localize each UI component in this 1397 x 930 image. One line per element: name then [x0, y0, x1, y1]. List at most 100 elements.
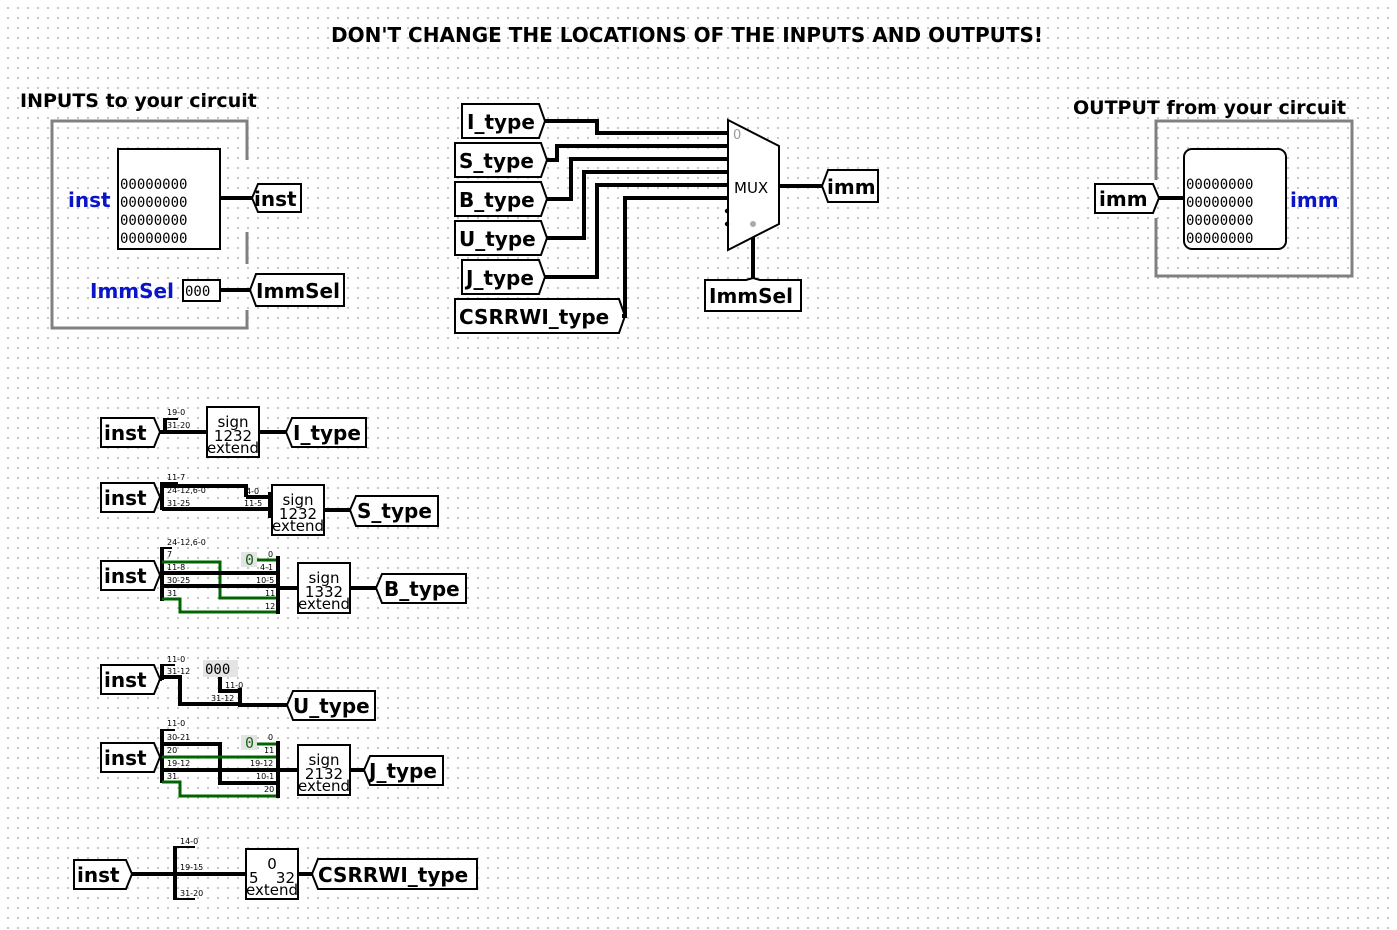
- imm-bits-row-2: 00000000: [1186, 195, 1253, 211]
- tunnel-i-type-label: I_type: [467, 110, 535, 134]
- imm-bits-row-3: 00000000: [1186, 213, 1253, 229]
- output-imm-tunnel-label: imm: [1099, 187, 1148, 211]
- s-sign-extend: [271, 484, 325, 536]
- b-split-5: 31: [167, 589, 177, 598]
- j-split-2: 30-21: [167, 733, 190, 742]
- u-type-generator: inst 11-0 31-12 000 11-0 31-12 U_type: [100, 655, 376, 721]
- j-split-5: 31: [167, 772, 177, 781]
- b-split-4: 30-25: [167, 576, 190, 585]
- j-merge-3: 19-12: [250, 759, 273, 768]
- j-const-zero-box: [241, 735, 257, 750]
- b-split-2: 7: [167, 550, 172, 559]
- inst-bits-row-1: 00000000: [120, 177, 187, 193]
- csr-ext-left: 5: [249, 869, 259, 887]
- s-merge-2: 11-5: [244, 499, 262, 508]
- tunnel-s-type: [454, 142, 549, 178]
- b-ext-bot: extend: [298, 595, 350, 613]
- immsel-bits: 000: [185, 284, 210, 300]
- s-inst-tunnel: [100, 482, 162, 513]
- b-merge-3: 10-5: [256, 576, 274, 585]
- output-heading: OUTPUT from your circuit: [1073, 97, 1346, 119]
- b-split-3: 11-8: [167, 563, 185, 572]
- mux-label: MUX: [734, 179, 768, 197]
- tunnel-s-type-label: S_type: [459, 149, 534, 173]
- i-ext-mid: 1232: [214, 427, 252, 445]
- u-type-out-label: U_type: [293, 694, 370, 718]
- mux[interactable]: [727, 118, 780, 252]
- b-merge-1: 0: [268, 550, 273, 559]
- b-ext-top: sign: [308, 569, 339, 587]
- b-sign-extend: [297, 562, 351, 614]
- csr-ext-right: 32: [276, 869, 295, 887]
- i-split-2: 31-20: [167, 421, 190, 430]
- b-inst-label: inst: [104, 564, 147, 588]
- j-ext-mid: 2132: [305, 765, 343, 783]
- csr-ext-top: 0: [267, 855, 277, 873]
- b-merge-4: 11: [265, 589, 275, 598]
- b-const-zero: 0: [245, 551, 254, 569]
- inst-input-pin[interactable]: [117, 148, 221, 250]
- csr-inst-label: inst: [77, 863, 120, 887]
- b-type-generator: inst 24-12,6-0 7 11-8 30-25 31 0 0 4-1 1…: [100, 538, 467, 614]
- csr-zero-extend: [245, 848, 299, 900]
- immsel-tunnel: [248, 273, 345, 307]
- mux-unused-input-1: [724, 208, 730, 214]
- j-type-out-label: J_type: [367, 759, 437, 783]
- csr-split-3: 31-20: [180, 889, 203, 898]
- imm-bits-row-1: 00000000: [1186, 177, 1253, 193]
- csrrwi-type-generator: inst 14-0 19-15 31-20 0 5 32 extend CSRR…: [73, 837, 478, 900]
- s-split-3: 31-25: [167, 499, 190, 508]
- b-type-out-label: B_type: [384, 577, 460, 601]
- s-split-2: 24-12,6-0: [167, 486, 206, 495]
- u-inst-label: inst: [104, 668, 147, 692]
- b-merge-2: 4-1: [260, 563, 273, 572]
- b-inst-tunnel: [100, 560, 162, 591]
- inst-tunnel-label: inst: [254, 187, 297, 211]
- j-type-out-tunnel: [362, 755, 444, 786]
- j-split-4: 19-12: [167, 759, 190, 768]
- b-ext-mid: 1332: [305, 583, 343, 601]
- j-inst-label: inst: [104, 746, 147, 770]
- s-merge-1: 4-0: [246, 487, 259, 496]
- i-type-generator: inst 19-0 31-20 sign 1232 extend I_type: [100, 406, 367, 458]
- imm-output-pin: [1183, 148, 1287, 250]
- csrrwi-type-out-tunnel: [310, 858, 478, 890]
- s-type-generator: inst 11-7 24-12,6-0 31-25 4-0 11-5 sign …: [100, 473, 439, 536]
- j-merge-2: 11: [264, 746, 274, 755]
- immsel-tunnel-label: ImmSel: [256, 279, 340, 303]
- s-inst-label: inst: [104, 486, 147, 510]
- j-type-generator: inst 11-0 30-21 20 19-12 31 0 0 11 19-12…: [100, 719, 444, 798]
- inputs-heading: INPUTS to your circuit: [20, 90, 257, 112]
- tunnel-b-type-label: B_type: [459, 188, 535, 212]
- j-ext-bot: extend: [298, 777, 350, 795]
- csrrwi-type-out-label: CSRRWI_type: [318, 863, 468, 887]
- mux-zero-marker: 0: [733, 128, 741, 143]
- mux-enable-dot: [750, 221, 756, 227]
- mux-select-tunnel: [704, 276, 802, 312]
- j-merge-4: 10-1: [256, 772, 274, 781]
- i-type-out-tunnel: [284, 417, 367, 448]
- s-split-1: 11-7: [167, 473, 185, 482]
- csr-inst-tunnel: [73, 859, 134, 890]
- mux-out-imm-tunnel: [820, 169, 879, 203]
- u-type-out-tunnel: [285, 690, 376, 721]
- inst-input-label: inst: [68, 188, 111, 212]
- b-const-zero-box: [241, 552, 257, 567]
- csr-ext-bot: extend: [246, 881, 298, 899]
- s-ext-mid: 1232: [279, 505, 317, 523]
- i-ext-bot: extend: [207, 439, 259, 457]
- u-merge-1: 11-0: [225, 681, 243, 690]
- imm-output-label: imm: [1290, 188, 1339, 212]
- output-frame: [1154, 119, 1354, 278]
- tunnel-csrrwi-type: [454, 298, 627, 334]
- j-merge-5: 20: [264, 785, 274, 794]
- u-const-box: [203, 660, 238, 677]
- j-ext-top: sign: [308, 751, 339, 769]
- i-inst-label: inst: [104, 421, 147, 445]
- warning-title: DON'T CHANGE THE LOCATIONS OF THE INPUTS…: [331, 23, 1043, 47]
- tunnel-j-type: [461, 259, 547, 295]
- csr-split-1: 14-0: [180, 837, 198, 846]
- i-split-1: 19-0: [167, 408, 185, 417]
- j-const-zero: 0: [245, 734, 254, 752]
